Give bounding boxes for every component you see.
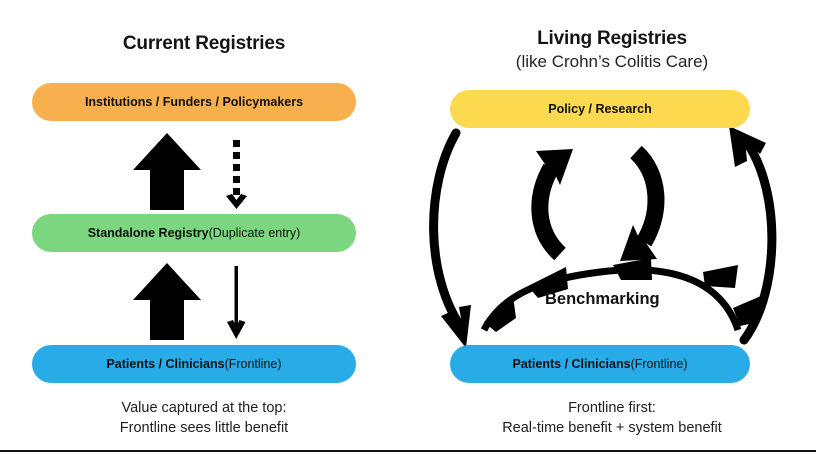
node-label-strong: Standalone Registry bbox=[87, 226, 209, 240]
node-label-strong: Institutions / Funders / Policymakers bbox=[84, 95, 304, 109]
thick-up-arrow-upper bbox=[133, 133, 201, 210]
current-registries-panel: Current Registries bbox=[0, 33, 408, 438]
node-label-light: (Frontline) bbox=[630, 357, 688, 371]
panel-title-current-registries: Current Registries bbox=[122, 33, 286, 54]
node-patients-clinicians[interactable]: Patients / Clinicians (Frontline) bbox=[450, 345, 750, 383]
node-label-light: (Frontline) bbox=[224, 357, 282, 371]
thick-up-arrow-lower bbox=[133, 263, 201, 340]
node-institutions-funders-policymakers[interactable]: Institutions / Funders / Policymakers bbox=[32, 83, 356, 121]
caption-line-2: Frontline sees little benefit bbox=[119, 420, 289, 436]
node-label-strong: Policy / Research bbox=[548, 102, 652, 116]
right-outer-up-arrow bbox=[729, 126, 777, 345]
inner-cycle-left-arrow bbox=[531, 149, 573, 261]
node-standalone-registry[interactable]: Standalone Registry (Duplicate entry) bbox=[32, 214, 356, 252]
right-panel-caption: Frontline first: Real-time benefit + sys… bbox=[408, 398, 816, 438]
left-panel-caption: Value captured at the top: Frontline see… bbox=[0, 398, 408, 438]
left-outer-down-arrow bbox=[429, 128, 471, 348]
node-label-strong: Patients / Clinicians bbox=[106, 357, 225, 371]
caption-line-2: Real-time benefit + system benefit bbox=[502, 420, 722, 436]
panel-title-living-registries: Living Registries bbox=[537, 28, 687, 49]
panel-subtitle-living-registries: (like Crohn’s Colitis Care) bbox=[515, 52, 709, 71]
node-policy-research[interactable]: Policy / Research bbox=[450, 90, 750, 128]
living-registries-panel: Living Registries (like Crohn’s Colitis … bbox=[408, 0, 816, 460]
thin-down-arrow-lower bbox=[227, 266, 246, 339]
dotted-down-arrow-upper bbox=[226, 140, 247, 209]
node-patients-clinicians[interactable]: Patients / Clinicians (Frontline) bbox=[32, 345, 356, 383]
benchmarking-label: Benchmarking bbox=[545, 290, 660, 308]
inner-cycle-right-arrow bbox=[620, 145, 665, 261]
caption-line-1: Value captured at the top: bbox=[121, 400, 287, 416]
bottom-divider bbox=[0, 450, 816, 452]
caption-line-1: Frontline first: bbox=[568, 400, 656, 416]
node-label-light: (Duplicate entry) bbox=[208, 226, 301, 240]
node-label-strong: Patients / Clinicians bbox=[512, 357, 631, 371]
